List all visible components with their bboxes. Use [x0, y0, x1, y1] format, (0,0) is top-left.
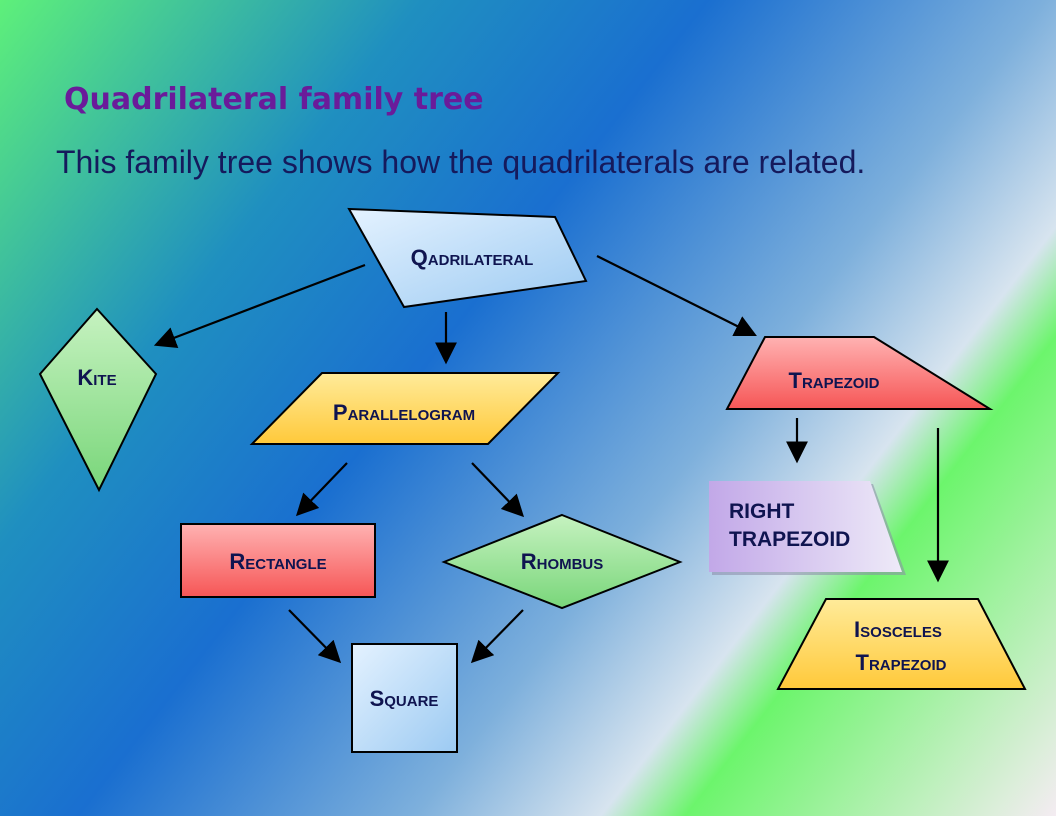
node-parallelogram: Parallelogram [249, 372, 561, 445]
right-trapezoid-label-line-2: TRAPEZOID [729, 528, 850, 551]
kite-label: Kite [77, 365, 116, 390]
right-trapezoid-label: RIGHT TRAPEZOID [729, 500, 850, 551]
trapezoid-label: Trapezoid [789, 368, 880, 393]
slide-subtitle: This family tree shows how the quadrilat… [56, 144, 866, 180]
edge-parallelogram-rectangle [295, 462, 348, 517]
edge-quadrilateral-trapezoid [596, 255, 757, 336]
edges [153, 255, 949, 664]
square-shape [351, 643, 458, 753]
node-kite: Kite [38, 307, 158, 493]
trapezoid-shape [725, 336, 994, 410]
right-trapezoid-shape [709, 481, 902, 572]
isosceles-trapezoid-label-line-1: Isosceles [854, 617, 942, 642]
edge-parallelogram-rhombus [471, 462, 525, 518]
rectangle-shape [180, 523, 376, 598]
right-trapezoid-label-line-1: RIGHT [729, 500, 795, 523]
kite-shape [38, 307, 158, 493]
edge-rhombus-square [470, 609, 524, 664]
quadrilateral-label: Qadrilateral [411, 245, 534, 270]
node-rectangle: Rectangle [180, 523, 376, 598]
slide-title: Quadrilateral family tree [64, 82, 484, 117]
quadrilateral-shape [347, 207, 588, 309]
rectangle-label: Rectangle [229, 549, 326, 574]
node-quadrilateral: Qadrilateral [347, 207, 588, 309]
node-trapezoid: Trapezoid [725, 336, 994, 410]
rhombus-label: Rhombus [521, 549, 604, 574]
edge-quadrilateral-kite [153, 263, 366, 349]
node-rhombus: Rhombus [441, 513, 683, 610]
node-isosceles-trapezoid: Isosceles Trapezoid [776, 598, 1027, 690]
parallelogram-shape [249, 372, 561, 445]
node-right-trapezoid: RIGHT TRAPEZOID [709, 481, 906, 575]
square-label: Square [370, 686, 439, 711]
edge-rectangle-square [288, 609, 342, 664]
node-square: Square [351, 643, 458, 753]
isosceles-trapezoid-label-line-2: Trapezoid [856, 650, 947, 675]
parallelogram-label: Parallelogram [333, 400, 475, 425]
rhombus-shape [441, 513, 683, 610]
isosceles-trapezoid-shape [776, 598, 1027, 690]
isosceles-trapezoid-label: Isosceles Trapezoid [854, 617, 948, 675]
